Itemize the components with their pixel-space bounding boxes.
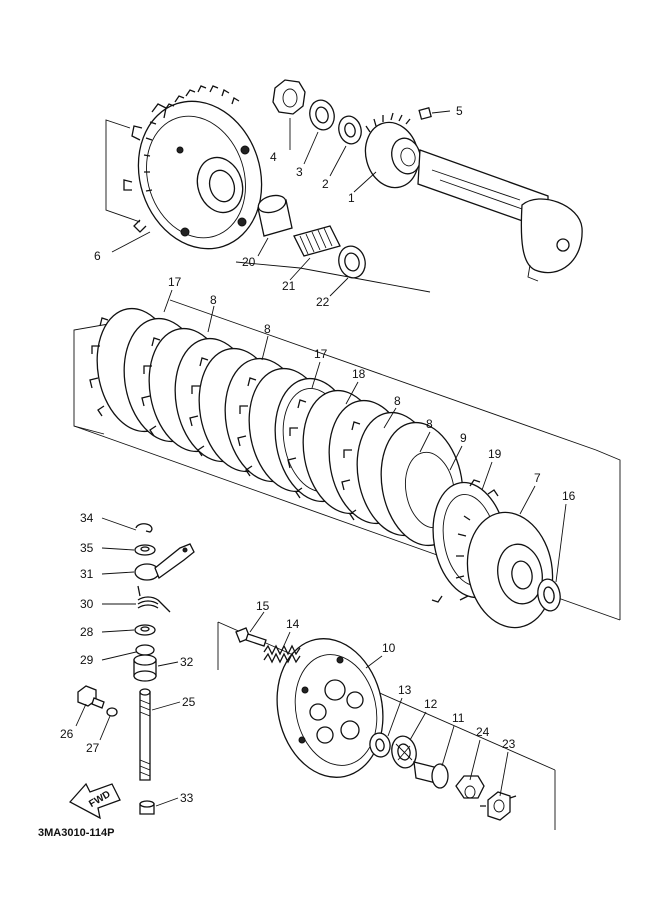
seal-33 xyxy=(139,800,155,815)
push-lever-31 xyxy=(134,543,195,581)
push-rod-11 xyxy=(413,761,449,789)
callout-23: 23 xyxy=(502,737,516,751)
washer-35 xyxy=(134,544,156,556)
bearing-12 xyxy=(391,735,417,769)
callout-19: 19 xyxy=(488,447,502,461)
bolt-15 xyxy=(235,627,267,647)
crankshaft xyxy=(417,149,583,282)
callout-26: 26 xyxy=(60,727,74,741)
spacer-20 xyxy=(257,194,293,237)
callout-32: 32 xyxy=(180,655,194,669)
nut-24 xyxy=(455,775,485,799)
spring-30 xyxy=(137,585,171,613)
callout-2: 2 xyxy=(322,177,329,191)
callout-18: 18 xyxy=(352,367,366,381)
bolt-26 xyxy=(77,685,105,709)
washer-16 xyxy=(537,578,561,612)
circlip-34 xyxy=(135,523,153,533)
callout-25: 25 xyxy=(182,695,196,709)
key-5 xyxy=(418,107,432,120)
callout-17b: 17 xyxy=(314,347,328,361)
clutch-housing xyxy=(123,85,263,250)
callout-24: 24 xyxy=(476,725,490,739)
callout-labels: 1 2 3 4 5 6 7 8 8 8 8 9 10 11 12 13 14 1… xyxy=(60,104,576,805)
callout-1: 1 xyxy=(348,191,355,205)
primary-drive-gear-1 xyxy=(364,112,421,189)
clutch-plates-stack xyxy=(89,307,464,547)
callout-8d: 8 xyxy=(426,417,433,431)
push-shaft-25 xyxy=(139,688,151,781)
diagram-code: 3MA3010-114P xyxy=(38,827,114,839)
washer-27 xyxy=(106,707,118,717)
callout-13: 13 xyxy=(398,683,412,697)
callout-17a: 17 xyxy=(168,275,182,289)
callout-10: 10 xyxy=(382,641,396,655)
callout-14: 14 xyxy=(286,617,300,631)
callout-15: 15 xyxy=(256,599,270,613)
callout-35: 35 xyxy=(80,541,94,555)
callout-4: 4 xyxy=(270,150,277,164)
callout-20: 20 xyxy=(242,255,256,269)
bushing-32 xyxy=(133,654,157,682)
callout-27: 27 xyxy=(86,741,100,755)
callout-21: 21 xyxy=(282,279,296,293)
top-group-frame xyxy=(105,119,431,293)
callout-9: 9 xyxy=(460,431,467,445)
callout-6: 6 xyxy=(94,249,101,263)
washer-2 xyxy=(338,115,362,145)
pressure-plate-10 xyxy=(276,638,384,778)
callout-12: 12 xyxy=(424,697,438,711)
fwd-arrow-icon: FWD xyxy=(68,782,121,820)
callout-34: 34 xyxy=(80,511,94,525)
washer-13 xyxy=(369,732,391,758)
leader-lines xyxy=(75,110,567,807)
callout-8a: 8 xyxy=(210,293,217,307)
callout-11: 11 xyxy=(452,711,465,725)
callout-30: 30 xyxy=(80,597,94,611)
needle-bearing-21 xyxy=(293,225,341,257)
callout-7: 7 xyxy=(534,471,541,485)
clutch-boss-7 xyxy=(455,511,554,629)
nut-4 xyxy=(272,79,306,115)
washer-29 xyxy=(135,644,155,656)
washer-22 xyxy=(338,245,366,279)
lock-washer-23 xyxy=(480,791,517,821)
callout-28: 28 xyxy=(80,625,94,639)
callout-31: 31 xyxy=(80,567,94,581)
callout-29: 29 xyxy=(80,653,94,667)
callout-5: 5 xyxy=(456,104,463,118)
bottom-group-frame xyxy=(217,621,556,830)
callout-3: 3 xyxy=(296,165,303,179)
washer-3 xyxy=(309,99,335,131)
washer-28 xyxy=(134,624,156,636)
callout-16: 16 xyxy=(562,489,576,503)
callout-33: 33 xyxy=(180,791,194,805)
callout-8c: 8 xyxy=(394,394,401,408)
callout-8b: 8 xyxy=(264,322,271,336)
callout-22: 22 xyxy=(316,295,330,309)
